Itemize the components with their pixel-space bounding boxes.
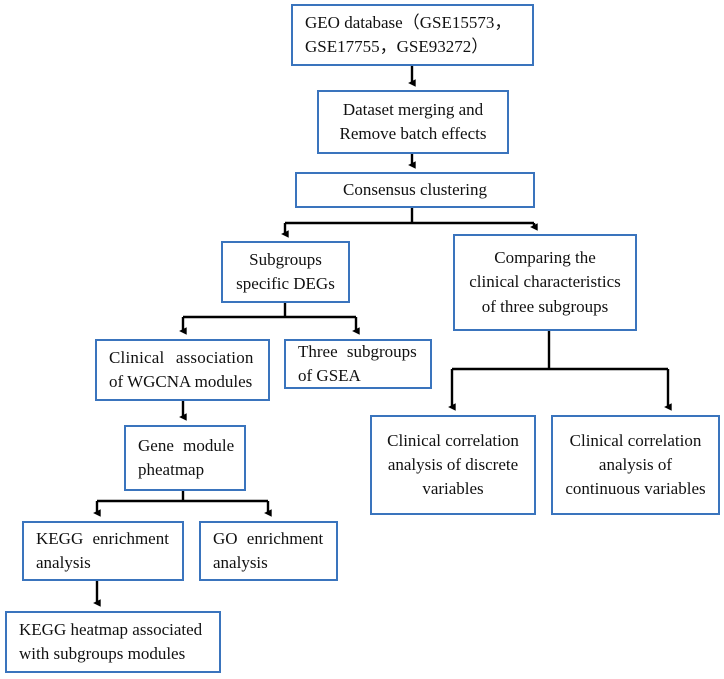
edge-comparing-bus — [452, 331, 668, 371]
node-dataset-merging[interactable]: Dataset merging and Remove batch effects — [317, 90, 509, 154]
node-three-subgroups-gsea-line-1: Three subgroups — [298, 341, 417, 361]
node-gene-module-pheatmap[interactable]: Gene module pheatmap — [124, 425, 246, 491]
node-clinical-correlation-continuous[interactable]: Clinical correlation analysis of continu… — [551, 415, 720, 515]
node-go-enrichment-line-2: analysis — [213, 553, 268, 572]
node-kegg-heatmap-line-1: KEGG heatmap associated — [19, 619, 203, 639]
node-kegg-heatmap-line-2: with subgroups modules — [19, 644, 186, 663]
node-kegg-enrichment[interactable]: KEGG enrichment analysis — [22, 521, 184, 581]
node-clinical-continuous-line-2: analysis of — [598, 454, 673, 474]
node-geo-database[interactable]: GEO database（GSE15573， GSE17755，GSE93272… — [291, 4, 534, 66]
node-subgroups-degs[interactable]: Subgroups specific DEGs — [221, 241, 350, 303]
node-go-enrichment[interactable]: GO enrichment analysis — [199, 521, 338, 581]
node-kegg-heatmap[interactable]: KEGG heatmap associated with subgroups m… — [5, 611, 221, 673]
node-clinical-continuous-line-1: Clinical correlation — [569, 430, 702, 450]
node-dataset-merging-line-2: Remove batch effects — [339, 124, 487, 143]
node-geo-database-line-2: GSE17755，GSE93272） — [305, 37, 489, 56]
edge-pheatmap-bus — [97, 491, 268, 503]
node-go-enrichment-line-1: GO enrichment — [213, 528, 324, 548]
node-kegg-enrichment-line-1: KEGG enrichment — [36, 528, 169, 548]
node-wgcna-modules-line-1: Clinical association — [109, 347, 254, 367]
node-clinical-discrete-line-1: Clinical correlation — [387, 430, 519, 450]
node-subgroups-degs-line-1: Subgroups — [249, 249, 322, 269]
node-dataset-merging-line-1: Dataset merging and — [342, 99, 484, 119]
node-consensus-clustering[interactable]: Consensus clustering — [295, 172, 535, 208]
node-comparing-clinical-line-1: Comparing the — [494, 248, 596, 268]
node-wgcna-modules-line-2: of WGCNA modules — [109, 372, 253, 391]
node-comparing-clinical-line-3: of three subgroups — [481, 296, 609, 316]
node-consensus-clustering-line-1: Consensus clustering — [342, 179, 488, 199]
node-geo-database-line-1: GEO database（GSE15573， — [305, 12, 512, 32]
node-three-subgroups-gsea-line-2: of GSEA — [298, 366, 361, 385]
node-gene-module-pheatmap-line-1: Gene module — [138, 435, 235, 455]
node-gene-module-pheatmap-line-2: pheatmap — [138, 460, 205, 479]
node-clinical-discrete-line-2: analysis of discrete — [387, 454, 519, 474]
node-wgcna-modules[interactable]: Clinical association of WGCNA modules — [95, 339, 270, 401]
node-subgroups-degs-line-2: specific DEGs — [236, 274, 335, 293]
node-clinical-correlation-discrete[interactable]: Clinical correlation analysis of discret… — [370, 415, 536, 515]
node-clinical-discrete-line-3: variables — [422, 479, 484, 499]
edge-consensus-bus — [285, 208, 534, 225]
node-clinical-continuous-line-3: continuous variables — [565, 479, 706, 499]
edge-subgroups-bus — [183, 303, 356, 319]
node-comparing-clinical-characteristics[interactable]: Comparing the clinical characteristics o… — [453, 234, 637, 331]
node-comparing-clinical-line-2: clinical characteristics — [469, 272, 621, 292]
node-three-subgroups-gsea[interactable]: Three subgroups of GSEA — [284, 339, 432, 389]
node-kegg-enrichment-line-2: analysis — [36, 553, 91, 572]
